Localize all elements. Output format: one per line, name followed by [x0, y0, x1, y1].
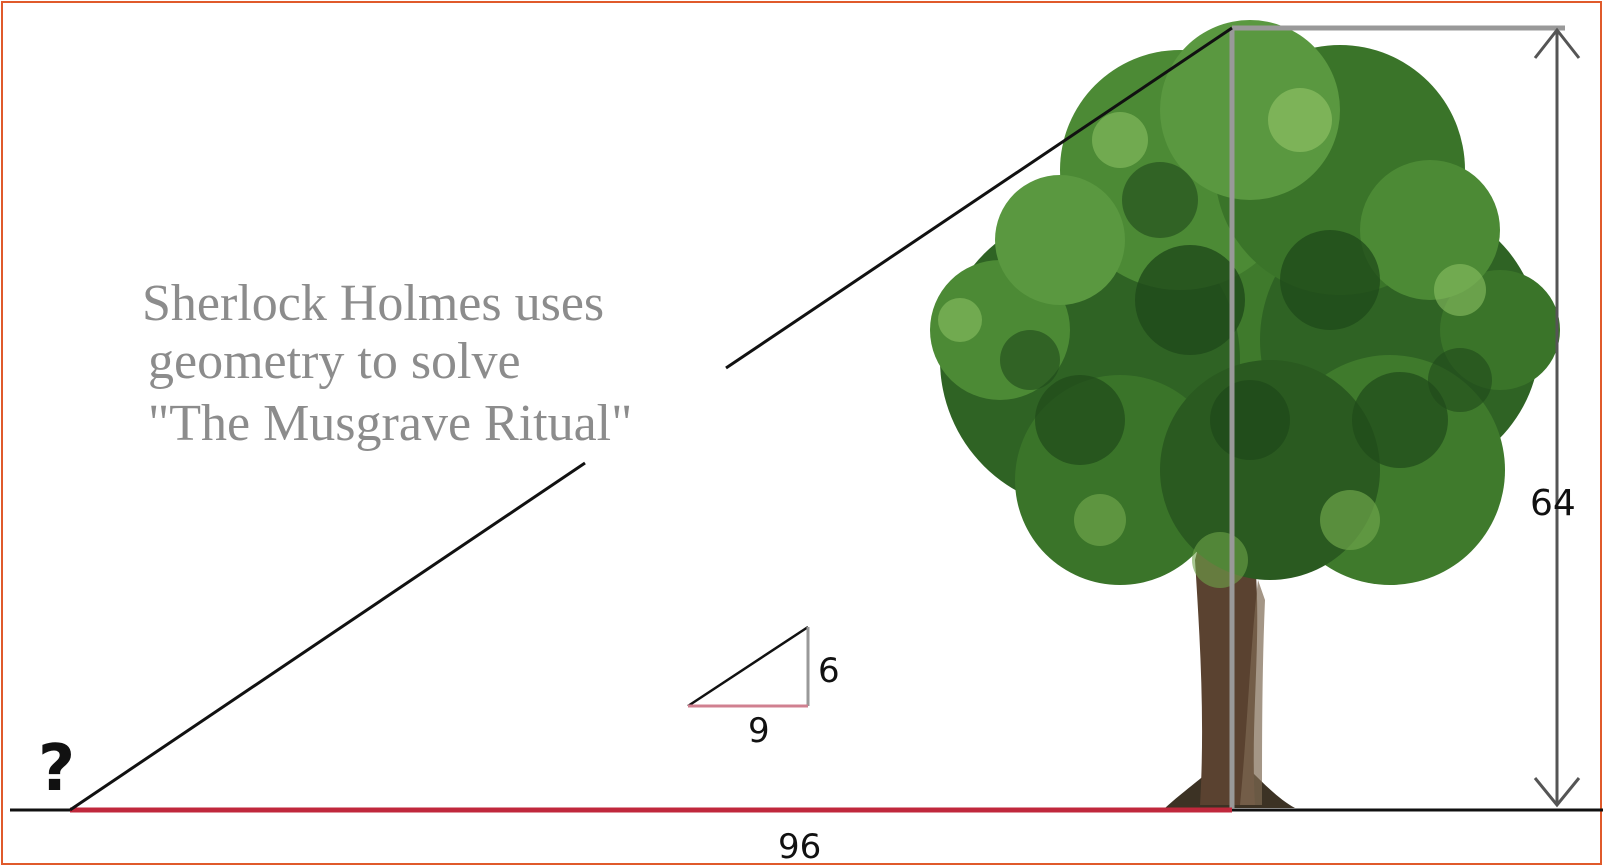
- small-height-label: 6: [818, 651, 840, 691]
- caption-line-3: "The Musgrave Ritual": [148, 395, 632, 452]
- caption-line-2: geometry to solve: [148, 333, 521, 390]
- small-triangle: [687, 625, 810, 708]
- small-triangle-hypotenuse: [687, 625, 809, 708]
- tree-height-label: 64: [1530, 483, 1576, 524]
- unknown-point-label: ?: [38, 732, 75, 806]
- tree-foliage: [930, 20, 1560, 588]
- small-base-label: 9: [748, 711, 770, 751]
- hypotenuse-line-lower: [69, 461, 586, 812]
- tree-illustration: [930, 20, 1560, 808]
- height-measure-arrow: [1533, 27, 1581, 808]
- base-length-label: 96: [778, 827, 821, 866]
- caption-line-1: Sherlock Holmes uses: [142, 275, 604, 332]
- hypotenuse-line-upper: [725, 26, 1233, 370]
- tree-trunk-highlight: [1240, 580, 1265, 805]
